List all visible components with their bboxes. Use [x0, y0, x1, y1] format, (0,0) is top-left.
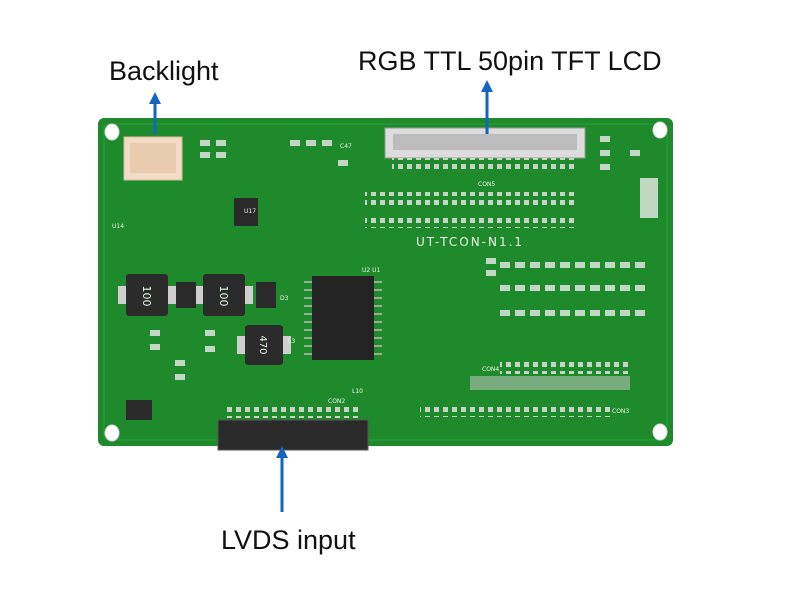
u14-silk: U14 — [112, 223, 124, 230]
con4-silk: CON4 — [482, 366, 499, 373]
mounting-holes — [104, 121, 668, 442]
board-model-text: UT-TCON-N1.1 — [416, 235, 524, 249]
inductor-100-a: 100 — [118, 274, 176, 316]
con2-connector — [217, 419, 369, 451]
inductor-100-a-text: 100 — [140, 286, 153, 307]
u1-silk: U2 U1 — [362, 267, 381, 274]
l10-silk: L10 — [352, 388, 363, 395]
con5-silk: CON5 — [478, 181, 495, 188]
inductor-100-b: 100 — [195, 274, 253, 316]
l3-silk: L3 — [288, 338, 295, 345]
rgb-connector-label: RGB TTL 50pin TFT LCD — [358, 46, 662, 76]
u17-silk: U17 — [244, 208, 256, 215]
lvds-input-label: LVDS input — [221, 525, 356, 555]
d3-silk: D3 — [280, 295, 289, 302]
inductor-100-b-text: 100 — [217, 286, 230, 307]
con4-connector — [500, 362, 630, 374]
backlight-label: Backlight — [109, 56, 219, 86]
main-ic — [304, 276, 382, 360]
con3-connector — [420, 405, 610, 417]
inductor-470: 470 — [237, 325, 291, 365]
con3-silk: CON3 — [612, 408, 629, 415]
inductor-470-text: 470 — [257, 335, 268, 354]
c47-silk: C47 — [340, 143, 352, 150]
con2-silk: CON2 — [328, 398, 345, 405]
